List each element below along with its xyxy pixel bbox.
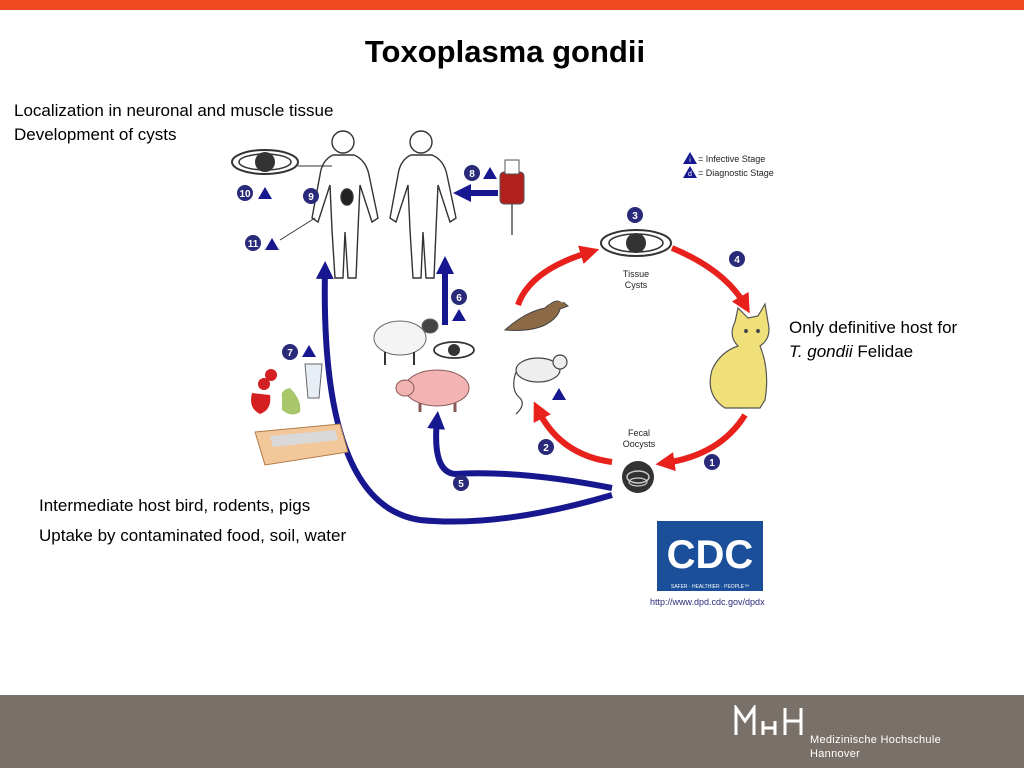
institution-line1: Medizinische Hochschule — [810, 734, 942, 746]
infective-stage-icon: i — [683, 152, 697, 164]
svg-text:7: 7 — [287, 348, 293, 359]
step-3: 3 — [627, 207, 643, 223]
blood-bag-icon — [499, 159, 525, 235]
arrow-oocysts-to-human — [315, 261, 613, 525]
svg-text:3: 3 — [632, 211, 638, 222]
lifecycle-diagram: i = Infective Stage d = Diagnostic Stage — [231, 130, 774, 607]
step-4: 4 — [729, 251, 745, 267]
arrow-oocysts-to-intermediate — [533, 401, 613, 465]
rodent-icon — [513, 354, 568, 415]
cdc-tagline: SAFER · HEALTHIER · PEOPLE™ — [671, 584, 749, 590]
arrow-bird-to-cysts — [515, 245, 600, 307]
oocyst-icon — [622, 461, 654, 493]
step-9: 9 — [303, 188, 319, 204]
human-figures-icon — [311, 130, 457, 279]
institution-line2: Hannover — [810, 748, 861, 760]
svg-text:d: d — [688, 171, 692, 178]
muscle-cyst-icon — [231, 149, 332, 175]
tissue-cysts-icon — [600, 229, 672, 257]
svg-text:CDC: CDC — [667, 533, 754, 577]
step-1: 1 — [704, 454, 720, 470]
note-right-line2: T. gondii Felidae — [789, 340, 913, 364]
svg-text:2: 2 — [543, 443, 549, 454]
red-cycle-arrows — [515, 245, 750, 472]
step-7: 7 — [282, 344, 316, 360]
step-10: 10 — [237, 185, 272, 201]
svg-text:1: 1 — [709, 458, 715, 469]
diagnostic-stage-icon: d — [683, 166, 697, 178]
legend-diagnostic-label: = Diagnostic Stage — [698, 168, 774, 178]
tissue-cysts-label-1: Tissue — [623, 269, 649, 279]
svg-text:6: 6 — [456, 293, 462, 304]
meat-cyst-icon — [433, 341, 475, 359]
mhh-logo-mark — [734, 705, 803, 735]
fecal-oocysts-label-2: Oocysts — [623, 439, 656, 449]
svg-text:i: i — [689, 157, 691, 164]
arrow-cysts-to-cat — [670, 245, 750, 314]
cat-icon — [709, 302, 770, 409]
note-top-line1: Localization in neuronal and muscle tiss… — [14, 101, 334, 120]
note-right-line1: Only definitive host for — [789, 318, 958, 337]
svg-text:10: 10 — [239, 189, 251, 200]
svg-text:4: 4 — [734, 255, 740, 266]
note-bottom-line1: Intermediate host bird, rodents, pigs — [39, 496, 311, 515]
step-5: 5 — [453, 475, 469, 491]
step-11: 11 — [245, 217, 316, 251]
step-6: 6 — [451, 289, 467, 321]
svg-text:5: 5 — [458, 479, 464, 490]
step-badges: 10 9 11 8 3 4 6 7 2 1 5 — [237, 165, 745, 491]
arrow-oocysts-to-pig — [427, 411, 613, 491]
host-family: Felidae — [852, 342, 914, 361]
litter-box-icon — [254, 423, 349, 466]
cdc-logo: CDC SAFER · HEALTHIER · PEOPLE™ — [657, 521, 763, 591]
arrow-cat-to-oocysts — [655, 413, 748, 472]
fruits-icon — [251, 369, 301, 415]
fecal-oocysts-label-1: Fecal — [628, 428, 650, 438]
slide-title: Toxoplasma gondii — [364, 34, 646, 69]
step-8: 8 — [464, 165, 497, 181]
pig-icon — [395, 369, 470, 412]
sheep-icon — [373, 318, 439, 365]
top-accent-bar — [0, 0, 1024, 10]
blue-transmission-arrows — [315, 184, 613, 525]
bird-icon — [503, 298, 569, 331]
legend: i = Infective Stage d = Diagnostic Stage — [683, 152, 774, 178]
rodent-infective-icon — [552, 388, 566, 400]
svg-text:9: 9 — [308, 192, 314, 203]
step-2: 2 — [538, 439, 554, 455]
cdc-url: http://www.dpd.cdc.gov/dpdx — [650, 597, 765, 607]
tissue-cysts-label-2: Cysts — [625, 280, 648, 290]
water-glass-icon — [304, 363, 323, 399]
svg-text:8: 8 — [469, 169, 475, 180]
svg-text:11: 11 — [248, 239, 259, 250]
footer-bar: Medizinische Hochschule Hannover — [0, 695, 1024, 768]
note-bottom-line2: Uptake by contaminated food, soil, water — [39, 526, 347, 545]
legend-infective-label: = Infective Stage — [698, 154, 765, 164]
note-top-line2: Development of cysts — [14, 125, 177, 144]
species-name: T. gondii — [789, 342, 853, 361]
